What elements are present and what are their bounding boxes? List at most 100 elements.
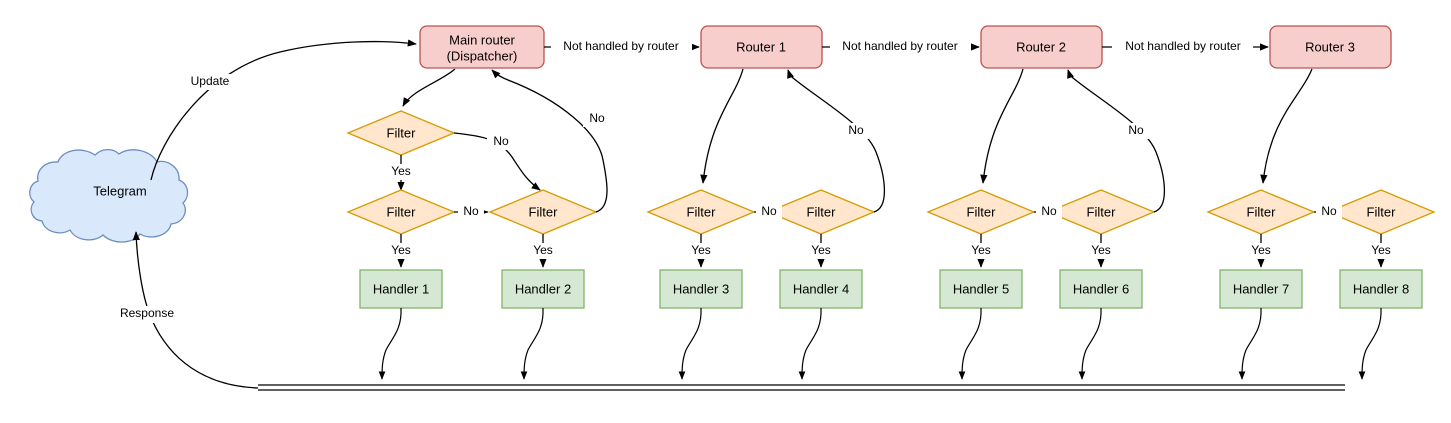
edge-label-yes-2: Yes xyxy=(533,243,553,257)
filter-1-label: Filter xyxy=(387,204,417,219)
filter-3-label: Filter xyxy=(687,204,717,219)
edge-filter2-no-main: No xyxy=(491,69,611,213)
edge-update: Update xyxy=(150,39,417,181)
edge-handler3-to-bus xyxy=(678,307,702,380)
handler-7-label: Handler 7 xyxy=(1233,281,1289,296)
filter-4-label: Filter xyxy=(807,204,837,219)
edge-label-yes-5: Yes xyxy=(971,243,991,257)
edge-filter6-yes: Yes xyxy=(1084,234,1118,268)
edge-filter3-yes: Yes xyxy=(684,234,718,268)
edge-label-update: Update xyxy=(191,74,230,88)
edge-label-not-handled-2: Not handled by router xyxy=(842,39,957,53)
edge-filter1-no-filter2: No xyxy=(454,204,489,220)
edge-label-no-g: No xyxy=(1128,123,1144,137)
edge-label-yes-3: Yes xyxy=(691,243,711,257)
handler-8-label: Handler 8 xyxy=(1353,281,1409,296)
edge-main-to-filter0 xyxy=(402,68,456,107)
handler-6[interactable]: Handler 6 xyxy=(1059,269,1143,309)
filter-2-label: Filter xyxy=(529,204,559,219)
edge-label-no-a: No xyxy=(493,134,509,148)
handler-4-label: Handler 4 xyxy=(793,281,849,296)
handler-6-label: Handler 6 xyxy=(1073,281,1129,296)
filter-3[interactable]: Filter xyxy=(646,189,756,235)
edge-label-not-handled-3: Not handled by router xyxy=(1125,39,1240,53)
edge-router2-to-filter5 xyxy=(980,68,1024,184)
edge-router3-to-filter7 xyxy=(1260,68,1313,184)
edge-label-yes-6: Yes xyxy=(1091,243,1111,257)
edge-handler1-to-bus xyxy=(378,307,402,380)
handler-1-label: Handler 1 xyxy=(373,281,429,296)
filter-2[interactable]: Filter xyxy=(488,189,598,235)
edge-filter8-yes: Yes xyxy=(1364,234,1398,268)
handler-7[interactable]: Handler 7 xyxy=(1219,269,1303,309)
handler-2[interactable]: Handler 2 xyxy=(501,269,585,309)
edge-filter6-no-router2: No xyxy=(1067,69,1166,213)
filter-8-label: Filter xyxy=(1367,204,1397,219)
router-main-label-line1: Main router xyxy=(449,32,515,47)
edge-response: Response xyxy=(109,231,259,389)
edge-handler4-to-bus xyxy=(798,307,822,380)
edge-handler7-to-bus xyxy=(1238,307,1262,380)
filter-5-label: Filter xyxy=(967,204,997,219)
edge-label-no-f: No xyxy=(1041,204,1057,218)
handler-5-label: Handler 5 xyxy=(953,281,1009,296)
edge-label-response: Response xyxy=(120,306,174,320)
filter-1[interactable]: Filter xyxy=(346,189,456,235)
filter-8[interactable]: Filter xyxy=(1326,189,1436,235)
router-2[interactable]: Router 2 xyxy=(980,25,1103,69)
edge-label-yes-top: Yes xyxy=(391,164,411,178)
filter-4[interactable]: Filter xyxy=(766,189,876,235)
router-3-label: Router 3 xyxy=(1305,39,1355,54)
filter-0-label: Filter xyxy=(387,125,417,140)
edge-filter5-yes: Yes xyxy=(964,234,998,268)
handler-5[interactable]: Handler 5 xyxy=(939,269,1023,309)
edge-label-no-b: No xyxy=(463,204,479,218)
edge-filter0-no: No xyxy=(453,132,541,191)
router-3[interactable]: Router 3 xyxy=(1269,25,1392,69)
edge-filter4-yes: Yes xyxy=(804,234,838,268)
filter-6[interactable]: Filter xyxy=(1046,189,1156,235)
filter-6-label: Filter xyxy=(1087,204,1117,219)
router-1-label: Router 1 xyxy=(736,39,786,54)
router-main-label-line2: (Dispatcher) xyxy=(447,48,518,63)
edge-label-no-c: No xyxy=(589,111,605,125)
edge-filter5-no-filter6: No xyxy=(1034,204,1062,220)
handler-2-label: Handler 2 xyxy=(515,281,571,296)
edge-router1-to-filter3 xyxy=(700,68,744,184)
edge-filter7-yes: Yes xyxy=(1244,234,1278,268)
edge-handler5-to-bus xyxy=(958,307,982,380)
edge-handler8-to-bus xyxy=(1358,307,1382,380)
edge-filter7-no-filter8: No xyxy=(1314,204,1342,220)
filter-7-label: Filter xyxy=(1247,204,1277,219)
edge-filter1-yes: Yes xyxy=(384,234,418,268)
filter-7[interactable]: Filter xyxy=(1206,189,1316,235)
telegram-cloud: Telegram xyxy=(29,148,189,243)
edge-handler2-to-bus xyxy=(520,307,544,380)
edge-router1-to-router2: Not handled by router xyxy=(822,39,980,55)
edge-label-no-h: No xyxy=(1321,204,1337,218)
handler-4[interactable]: Handler 4 xyxy=(779,269,863,309)
filter-5[interactable]: Filter xyxy=(926,189,1036,235)
handler-3-label: Handler 3 xyxy=(673,281,729,296)
edge-label-yes-1: Yes xyxy=(391,243,411,257)
edge-label-no-d: No xyxy=(761,204,777,218)
edge-label-yes-4: Yes xyxy=(811,243,831,257)
cloud-label: Telegram xyxy=(93,183,146,198)
response-bus xyxy=(258,384,1345,391)
edge-main-to-router1: Not handled by router xyxy=(544,39,700,55)
edge-router2-to-router3: Not handled by router xyxy=(1102,39,1269,55)
handler-8[interactable]: Handler 8 xyxy=(1339,269,1423,309)
router-1[interactable]: Router 1 xyxy=(700,25,823,69)
handler-3[interactable]: Handler 3 xyxy=(659,269,743,309)
edge-filter4-no-router1: No xyxy=(787,69,886,213)
router-main[interactable]: Main router (Dispatcher) xyxy=(419,25,545,69)
filter-0[interactable]: Filter xyxy=(346,110,456,156)
router-2-label: Router 2 xyxy=(1016,39,1066,54)
edge-handler6-to-bus xyxy=(1078,307,1102,380)
edge-label-not-handled-1: Not handled by router xyxy=(563,39,678,53)
edge-filter0-yes: Yes xyxy=(384,155,418,191)
edge-filter2-yes: Yes xyxy=(526,234,560,268)
edge-label-no-e: No xyxy=(848,123,864,137)
handler-1[interactable]: Handler 1 xyxy=(359,269,443,309)
